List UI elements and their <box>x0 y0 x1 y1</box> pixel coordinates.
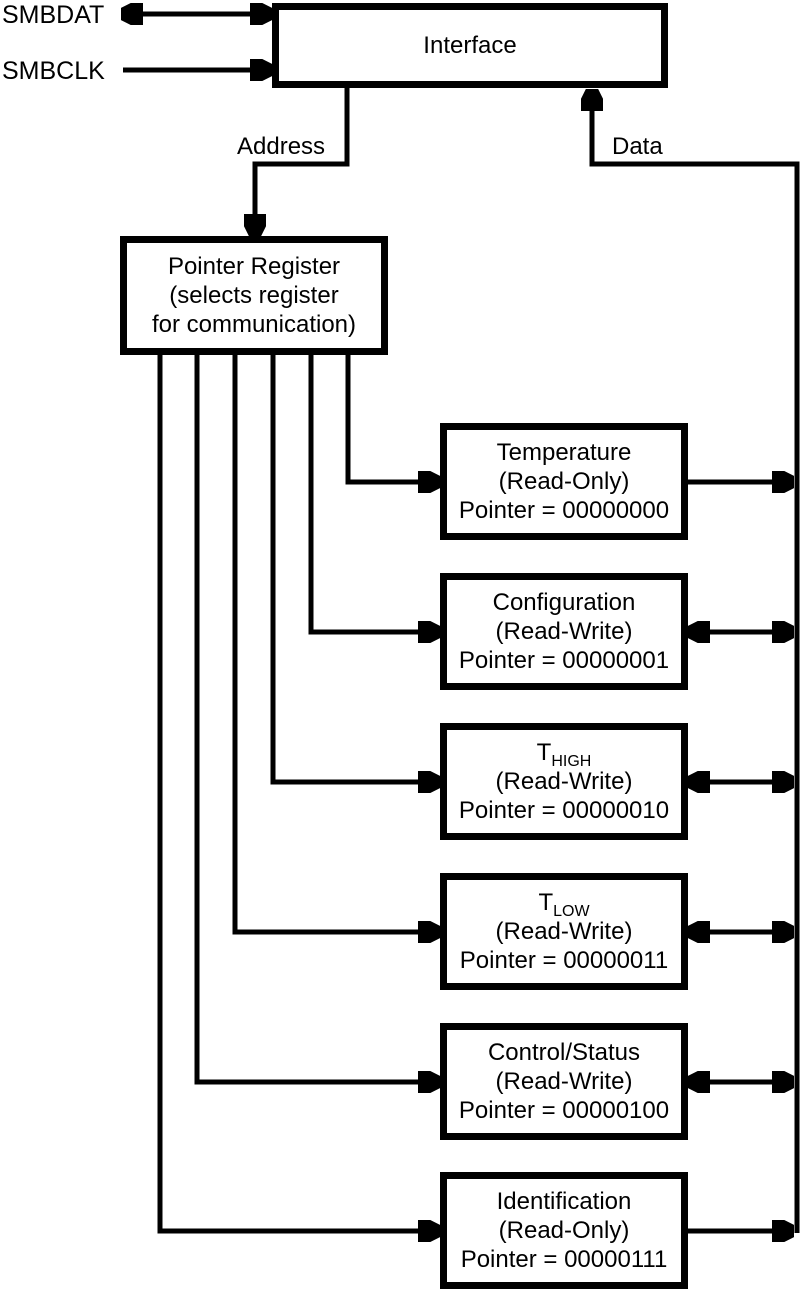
register-access: (Read-Only) <box>498 468 630 495</box>
data-bus-label: Data <box>612 133 663 160</box>
register-access: (Read-Write) <box>495 618 633 645</box>
register-pointer-value: Pointer = 00000100 <box>458 1097 670 1124</box>
select-wire-configuration <box>308 352 440 632</box>
register-access: (Read-Write) <box>495 1068 633 1095</box>
pointer-register-line2: (selects register <box>169 282 339 309</box>
register-access: (Read-Only) <box>498 1217 630 1244</box>
register-pointer-value: Pointer = 00000011 <box>459 947 669 974</box>
select-wire-identification <box>157 352 440 1231</box>
data-bus-wire <box>592 89 800 1233</box>
register-box-tlow: TLOW (Read-Write) Pointer = 00000011 <box>440 873 688 990</box>
register-pointer-value: Pointer = 00000000 <box>458 497 670 524</box>
select-wire-thigh <box>270 352 440 782</box>
register-box-temperature: Temperature (Read-Only) Pointer = 000000… <box>440 423 688 540</box>
register-box-thigh: THIGH (Read-Write) Pointer = 00000010 <box>440 723 688 840</box>
pin-label-smbclk: SMBCLK <box>2 57 105 85</box>
select-wire-tlow <box>232 352 440 932</box>
address-bus-label: Address <box>237 133 326 160</box>
register-name-subscript: HIGH <box>551 752 592 770</box>
pointer-register-line1: Pointer Register <box>167 253 341 280</box>
register-box-configuration: Configuration (Read-Write) Pointer = 000… <box>440 573 688 690</box>
register-name-subscript: LOW <box>553 902 590 920</box>
register-name: Control/Status <box>487 1039 641 1066</box>
pointer-register-box: Pointer Register (selects register for c… <box>120 236 388 355</box>
register-pointer-value: Pointer = 00000001 <box>458 647 670 674</box>
register-name: Identification <box>496 1188 632 1215</box>
register-access: (Read-Write) <box>495 768 633 795</box>
address-wire <box>255 85 350 236</box>
pin-label-smbdat: SMBDAT <box>2 1 105 29</box>
register-box-control-status: Control/Status (Read-Write) Pointer = 00… <box>440 1023 688 1140</box>
interface-box: Interface <box>272 3 668 88</box>
register-box-identification: Identification (Read-Only) Pointer = 000… <box>440 1172 688 1289</box>
select-wire-temperature <box>345 352 440 482</box>
register-name: Configuration <box>492 589 636 616</box>
interface-label: Interface <box>423 31 517 59</box>
pointer-register-line3: for communication) <box>151 311 357 338</box>
register-name: THIGH <box>536 739 592 770</box>
register-pointer-value: Pointer = 00000111 <box>460 1246 668 1273</box>
register-name: Temperature <box>496 439 632 466</box>
select-wire-control-status <box>194 352 440 1082</box>
register-access: (Read-Write) <box>495 918 633 945</box>
register-pointer-value: Pointer = 00000010 <box>458 797 670 824</box>
register-name: TLOW <box>538 889 590 920</box>
